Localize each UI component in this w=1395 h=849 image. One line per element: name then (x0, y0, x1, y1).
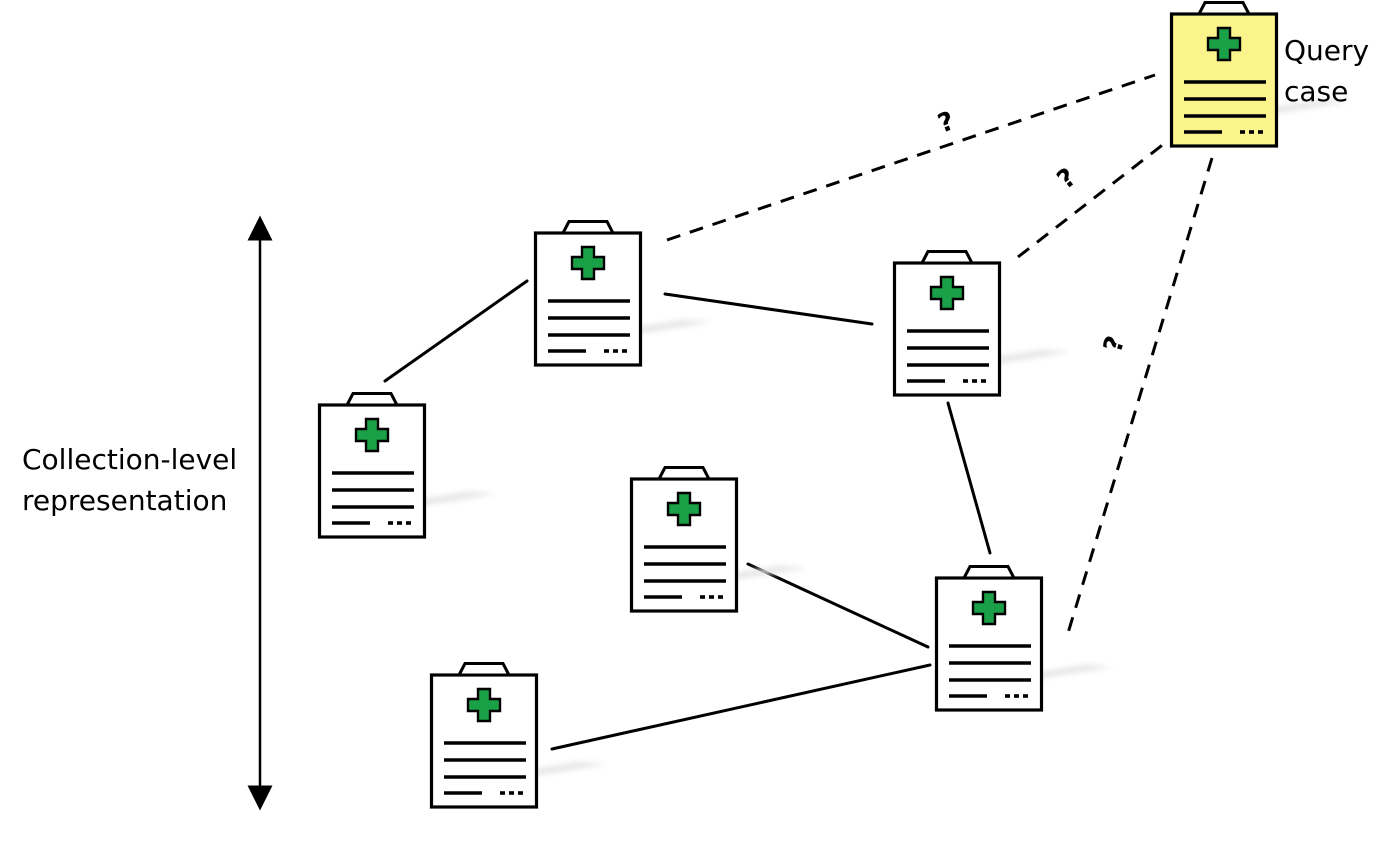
edge-d4-d5 (746, 562, 930, 649)
query-label-line1: Query (1284, 34, 1369, 67)
edge-d3-d5 (946, 401, 992, 555)
document-1 (317, 391, 427, 539)
medical-record-clipboard-icon (934, 564, 1044, 712)
document-5 (934, 564, 1044, 712)
question-mark-d5: ? (1098, 333, 1131, 357)
medical-record-clipboard-icon (892, 249, 1002, 397)
document-6 (429, 661, 539, 809)
query-edge-d5 (1066, 157, 1214, 634)
medical-record-clipboard-icon (533, 219, 643, 367)
document-2 (533, 219, 643, 367)
collection-label-line2: representation (22, 484, 227, 517)
query-record-clipboard-icon (1169, 0, 1279, 148)
solid-edges (383, 279, 992, 751)
edge-d6-d5 (550, 663, 932, 751)
query-document (1169, 0, 1279, 148)
edge-d2-d3 (663, 292, 874, 326)
document-3 (892, 249, 1002, 397)
collection-label-line1: Collection-level (22, 443, 237, 476)
query-edges (666, 73, 1214, 634)
query-edge-d3 (1017, 141, 1166, 259)
query-label-line2: case (1284, 75, 1348, 108)
document-4 (629, 465, 739, 613)
query-edge-d2 (666, 73, 1156, 242)
medical-record-clipboard-icon (629, 465, 739, 613)
edge-d1-d2 (383, 279, 529, 383)
question-mark-d3: ? (1052, 163, 1082, 196)
medical-record-clipboard-icon (317, 391, 427, 539)
medical-record-clipboard-icon (429, 661, 539, 809)
question-mark-d2: ? (934, 106, 958, 139)
